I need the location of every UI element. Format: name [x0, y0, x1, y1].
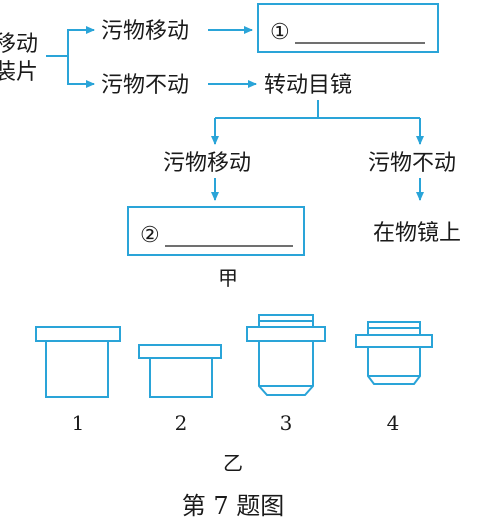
- branch-bottom-label: 污物不动: [101, 73, 189, 98]
- figure-caption: 第 7 题图: [182, 492, 285, 520]
- arrow-to-top-branch: [46, 26, 95, 57]
- lens-label-1: 1: [72, 411, 85, 435]
- lenses-yi: 1 2 3 4 乙: [35, 314, 433, 475]
- lens-label-3: 3: [280, 411, 293, 435]
- start-label-line1: 移动: [0, 32, 38, 57]
- conclusion-right-label: 在物镜上: [373, 221, 461, 246]
- blank2-marker: ②: [140, 223, 160, 248]
- eyepiece-step-label: 转动目镜: [264, 73, 352, 98]
- branch-top-label: 污物移动: [101, 19, 189, 44]
- answer-box-1: [257, 3, 439, 53]
- answer-box-2: [127, 206, 305, 256]
- caption-yi: 乙: [223, 451, 243, 475]
- lens-2-eyepiece: [138, 344, 222, 398]
- lens-1-eyepiece: [35, 326, 121, 398]
- start-label-line2: 装片: [0, 60, 38, 85]
- arrow-to-bottom-branch: [67, 56, 95, 88]
- lens-3-objective: [246, 314, 326, 396]
- flowchart-jia: 移动 装片 污物移动 ① 污物不动 转动目镜 污物移动 污物不动 ② 在物镜上 …: [0, 3, 461, 290]
- sub-right-label: 污物不动: [368, 151, 456, 176]
- lens-4-objective: [355, 321, 433, 385]
- blank1-marker: ①: [270, 20, 290, 45]
- lens-label-2: 2: [175, 411, 188, 435]
- sub-left-label: 污物移动: [163, 151, 251, 176]
- lens-label-4: 4: [387, 411, 400, 435]
- caption-jia: 甲: [218, 266, 238, 290]
